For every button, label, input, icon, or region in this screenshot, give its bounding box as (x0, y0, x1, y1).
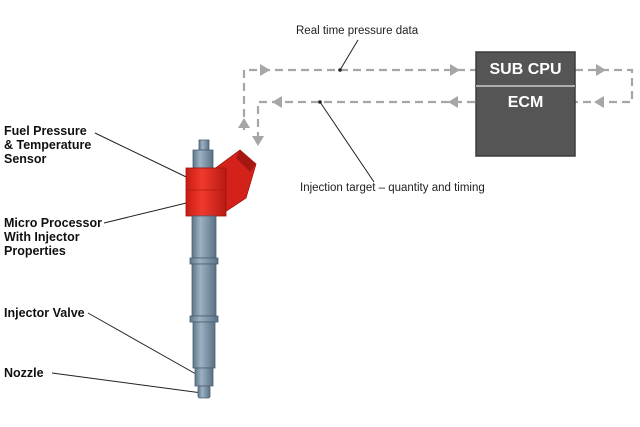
arrow-left-icon (448, 96, 458, 108)
nozzle-label: Nozzle (4, 366, 44, 380)
injector-nozzle (197, 385, 211, 399)
pressure-data-leader (339, 39, 359, 71)
injector-head (185, 149, 257, 217)
injector-lower-body (192, 321, 216, 369)
nozzle-leader (51, 372, 203, 394)
head-inlet-face (236, 150, 256, 172)
leader-dot (318, 100, 322, 104)
ecm-label: ECM (507, 94, 544, 111)
injector-middle-body (191, 263, 217, 317)
arrow-down-icon (252, 136, 264, 146)
leader-dots (200, 68, 342, 395)
injector-valve-section (194, 367, 214, 387)
processor-label: Micro Processor With Injector Properties (4, 216, 102, 258)
injection-target-leader (319, 101, 375, 183)
sub-cpu-box (475, 51, 576, 87)
sensor-label: Fuel Pressure & Temperature Sensor (4, 124, 92, 166)
ecm-box (475, 85, 576, 157)
arrow-left-icon (594, 96, 604, 108)
arrow-right-icon (260, 64, 270, 76)
arrow-right-icon (596, 64, 606, 76)
valve-label: Injector Valve (4, 306, 85, 320)
injector-lower-ring (189, 315, 219, 323)
injector-mid-ring (189, 257, 219, 265)
head-body (185, 167, 227, 217)
valve-leader (87, 312, 204, 379)
arrow-left-icon (272, 96, 282, 108)
sub-cpu-label: SUB CPU (489, 61, 562, 78)
pressure-data-line (242, 68, 476, 130)
arrow-up-icon (238, 118, 250, 128)
injection-target-label: Injection target – quantity and timing (300, 182, 485, 194)
arrow-right-icon (450, 64, 460, 76)
leader-dot (338, 68, 342, 72)
injection-target-line (256, 100, 476, 140)
injector-upper-body (191, 215, 217, 259)
injector-top-nut (192, 149, 214, 169)
controller-unit (475, 51, 576, 157)
pressure-data-label: Real time pressure data (296, 25, 419, 37)
fuel-injector (185, 139, 257, 399)
signal-arrows (238, 64, 606, 146)
injector-top-stud (198, 139, 210, 151)
